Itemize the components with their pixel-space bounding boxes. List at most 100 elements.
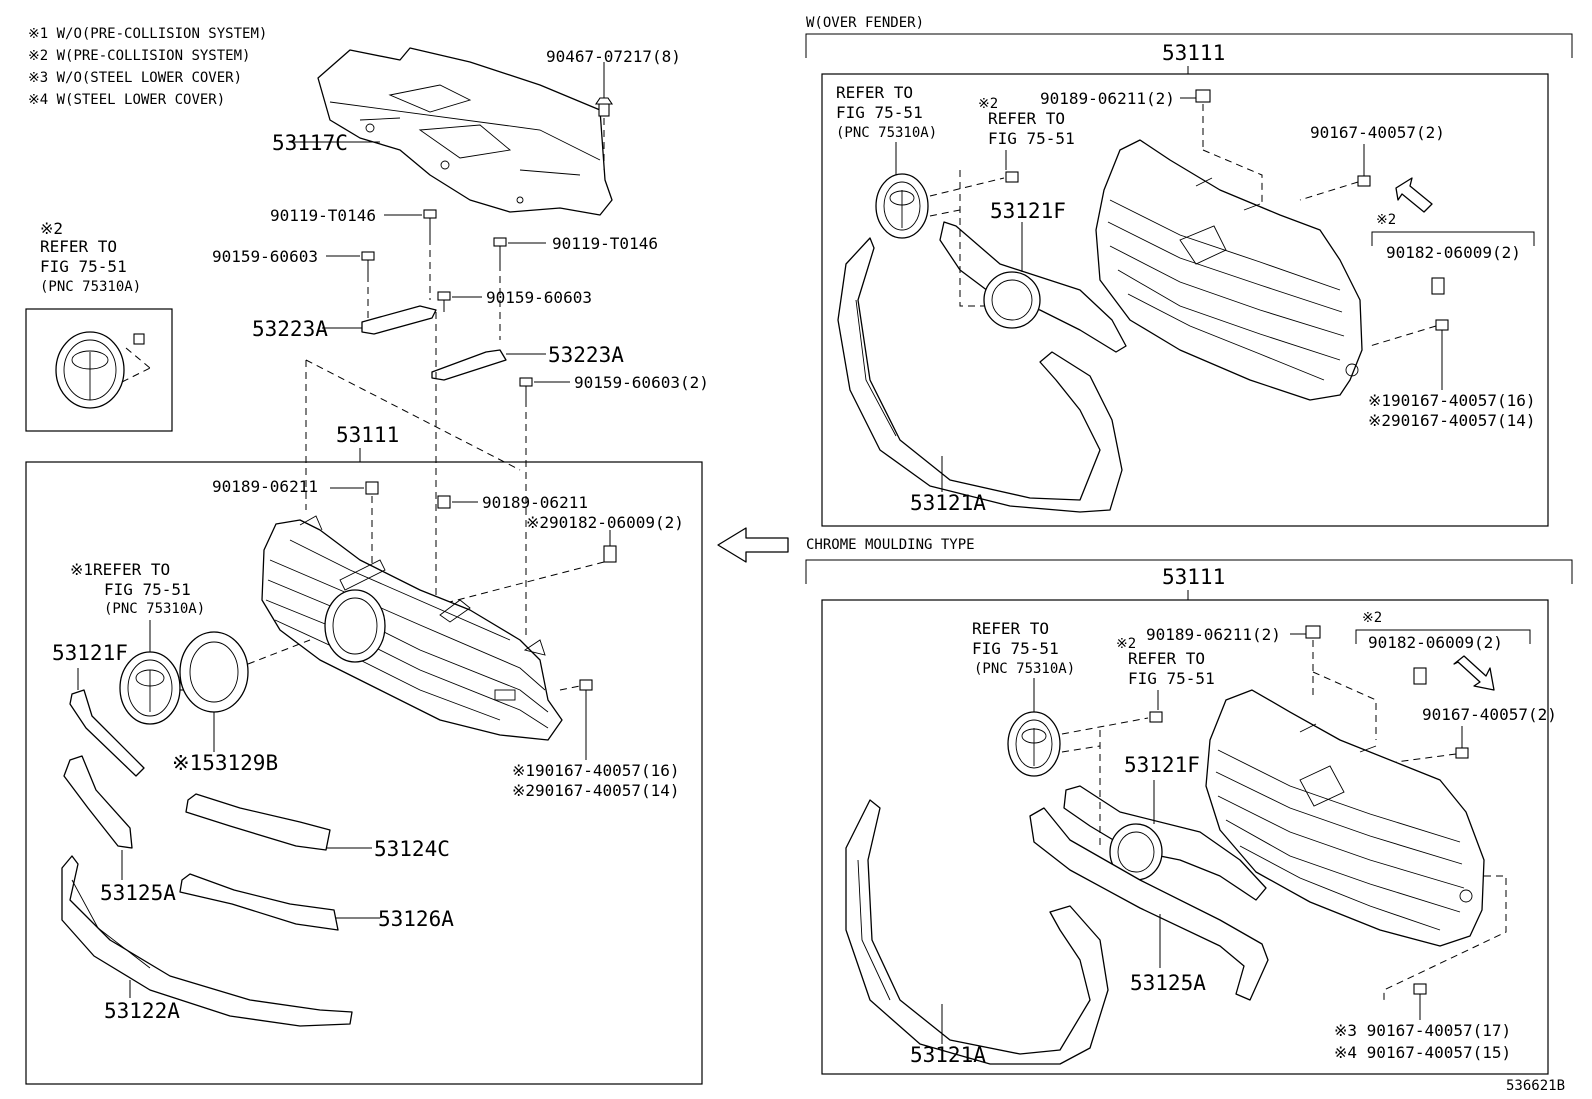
rb-pnc: (PNC 75310A) [974,661,1075,677]
rt-refer: REFER TO [836,83,913,102]
label-53111-rb: 53111 [1162,565,1225,589]
trim-53125A [63,755,133,849]
label-90167-16-left: ※190167-40057(16) [512,761,680,780]
bolt-t0146-a [384,209,437,300]
right-top-box [821,73,1549,527]
bracket-53223A-b [431,349,546,381]
right-bottom-box [821,599,1549,1075]
rt-nut-icon [1431,277,1445,295]
trim-53126A [179,873,339,931]
rt-refer2: REFER TO [988,109,1065,128]
label-53126A: 53126A [378,907,454,931]
label-53121F-left: 53121F [52,641,128,665]
rt-surround-53121A [837,237,1123,513]
label-53223A-b: 53223A [548,343,624,367]
lower-53122A [61,855,353,1027]
rb-refer2: REFER TO [1128,649,1205,668]
rb-screw-icon [1413,983,1427,995]
clip-90189-b [437,495,478,509]
label-53122A: 53122A [104,999,180,1023]
bolt-60603-a [326,251,375,320]
rt-pnc: (PNC 75310A) [836,125,937,141]
rt-nut: 90182-06009(2) [1386,243,1521,262]
rb-screw2: 90167-40057(2) [1422,705,1557,724]
label-53125A-left: 53125A [100,881,176,905]
rb-trim-53125A [1029,807,1269,1001]
note-2: ※2 W(PRE-COLLISION SYSTEM) [28,48,250,64]
bolt-60603-c [519,377,570,640]
emblem-ref-box-left: ※2 REFER TO FIG 75-51 (PNC 75310A) [25,219,173,432]
note-3: ※3 W/O(STEEL LOWER COVER) [28,70,242,86]
rt-nut-mark: ※2 [1376,212,1396,228]
upper-radiator-cover [292,47,613,216]
grille-53111-left [261,515,563,741]
arrow-left-icon [717,527,789,563]
ref-left-pnc: (PNC 75310A) [104,601,205,617]
emblem-ref-fig: FIG 75-51 [40,257,127,276]
label-53117C: 53117C [272,131,348,155]
rt-clip-icon [1195,89,1211,103]
rt-screw14: ※290167-40057(14) [1368,411,1536,430]
rb-nut: 90182-06009(2) [1368,633,1503,652]
label-90167-14-left: ※290167-40057(14) [512,781,680,800]
rt-screw16: ※190167-40057(16) [1368,391,1536,410]
rt-fig: FIG 75-51 [836,103,923,122]
bolt-60603-b [437,291,482,312]
label-90159-60603-c: 90159-60603(2) [574,373,709,392]
rb-screw15: ※4 90167-40057(15) [1334,1043,1511,1062]
clip-90467 [594,62,614,170]
ref-left-refer: ※1REFER TO [70,560,170,579]
label-53129B: ※153129B [172,751,278,775]
emblem-ref-refer: REFER TO [40,237,117,256]
label-90189-06211-b: 90189-06211 [482,493,588,512]
rb-screw2-icon [1455,747,1469,759]
label-53111-left: 53111 [336,423,399,447]
label-90467-07217: 90467-07217(8) [546,47,681,66]
rt-label-53121A: 53121A [910,491,986,515]
rb-fig2: FIG 75-51 [1128,669,1215,688]
label-53124C: 53124C [374,837,450,861]
ring-53129B [179,631,311,752]
rb-direction-arrow-icon [1453,655,1495,691]
label-90159-60603-b: 90159-60603 [486,288,592,307]
emblem-ref-mark: ※2 [40,219,63,238]
label-90159-60603-a: 90159-60603 [212,247,318,266]
rb-surround-53121A [845,799,1109,1065]
note-4: ※4 W(STEEL LOWER COVER) [28,92,225,108]
rb-clip-icon [1305,625,1321,639]
screw-90167-left [559,679,593,760]
rb-mark2: ※2 [1116,636,1136,652]
rb-nut-icon [1413,667,1427,685]
rt-label-53121F: 53121F [990,199,1066,223]
title-chrome-moulding: CHROME MOULDING TYPE [806,537,975,553]
moulding-53121F-left [69,689,145,777]
figure-id: 536621B [1506,1078,1565,1094]
label-90119-T0146-b: 90119-T0146 [552,234,658,253]
ref-left-fig: FIG 75-51 [104,580,191,599]
bolt-t0146-b [493,237,546,340]
bracket-53223A-a [322,305,437,335]
rb-screw17: ※3 90167-40057(17) [1334,1021,1511,1040]
rt-grille [1095,139,1363,401]
label-90189-06211-a: 90189-06211 [212,477,318,496]
rb-label-53121A: 53121A [910,1043,986,1067]
rt-moulding-53121F [939,170,1127,353]
clip-90189-a [330,481,379,570]
rb-label-53121F: 53121F [1124,753,1200,777]
rt-emblem [875,171,1019,239]
trim-53124C [185,793,331,851]
rb-fig: FIG 75-51 [972,639,1059,658]
note-1: ※1 W/O(PRE-COLLISION SYSTEM) [28,26,267,42]
rt-clip: 90189-06211(2) [1040,89,1175,108]
rb-nut-mark: ※2 [1362,610,1382,626]
rb-emblem [1007,711,1163,777]
rt-screw-icon [1435,319,1449,331]
left-assembly-box [25,461,703,1085]
label-90119-T0146-a: 90119-T0146 [270,206,376,225]
emblem-left [119,651,189,725]
emblem-ref-pnc: (PNC 75310A) [40,279,141,295]
notes-legend: ※1 W/O(PRE-COLLISION SYSTEM) ※2 W(PRE-CO… [28,26,267,108]
rb-label-53125A: 53125A [1130,971,1206,995]
rb-refer: REFER TO [972,619,1049,638]
